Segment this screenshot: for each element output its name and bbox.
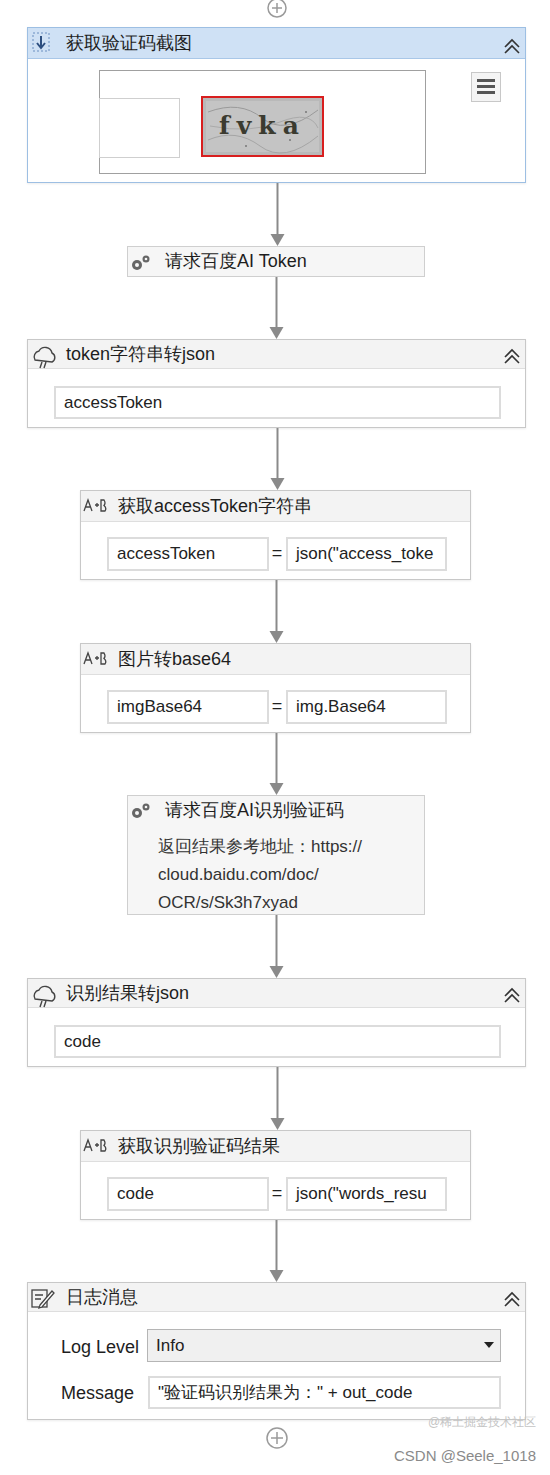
activity-title: token字符串转json — [66, 340, 215, 368]
assign-operator: = — [269, 689, 285, 723]
json-icon — [34, 347, 55, 1007]
flow-arrow — [270, 733, 284, 795]
captcha-text: fvka — [206, 101, 319, 151]
input-field: img.Base64 — [286, 690, 447, 724]
field-value: accessToken — [117, 539, 215, 569]
activity-text: Message — [61, 1379, 134, 1407]
activity-box: 获取accessToken字符串 accessToken json("access_… — [80, 490, 471, 580]
activity-title: 日志消息 — [66, 1283, 138, 1311]
activity-title: 获取accessToken字符串 — [118, 491, 312, 521]
input-field: accessToken — [107, 537, 269, 571]
dropdown-field: Info — [147, 1329, 501, 1362]
activity-title: 请求百度AI Token — [165, 247, 307, 276]
activity-box: 获取验证码截图 — [27, 27, 526, 183]
field-value: "验证码识别结果为：" + out_code — [158, 1378, 412, 1407]
field-value: img.Base64 — [296, 692, 386, 722]
activity-text: 返回结果参考地址：https:// cloud.baidu.com/doc/ O… — [158, 833, 408, 917]
input-field: json("words_resu — [286, 1177, 447, 1211]
activity-box: 日志消息 Log LevelMessage Info "验证码识别结果为：" + ou… — [27, 1282, 526, 1420]
input-field: accessToken — [54, 386, 501, 419]
activity-title: 请求百度AI识别验证码 — [165, 796, 344, 825]
input-field: "验证码识别结果为：" + out_code — [148, 1376, 501, 1409]
activity-title: 获取验证码截图 — [66, 28, 192, 58]
field-value: imgBase64 — [117, 692, 202, 722]
input-field: code — [107, 1177, 269, 1211]
collapse-chevron — [505, 40, 519, 1306]
activity-text: Log Level — [61, 1333, 139, 1361]
flow-arrow — [270, 915, 284, 978]
add-button — [267, 1428, 287, 1448]
assign-operator: = — [269, 1176, 285, 1210]
flow-arrow — [271, 1067, 285, 1130]
field-value: Info — [156, 1330, 184, 1361]
watermark: @稀土掘金技术社区 — [428, 1414, 536, 1431]
input-field: imgBase64 — [107, 690, 269, 724]
field-value: accessToken — [64, 388, 162, 417]
flow-arrow — [271, 183, 285, 246]
field-value: json("words_resu — [296, 1179, 427, 1209]
field-value: code — [117, 1179, 154, 1209]
watermark: CSDN @Seele_1018 — [394, 1447, 536, 1464]
activity-title: 识别结果转json — [66, 979, 189, 1007]
activity-box: 请求百度AI Token — [127, 246, 425, 277]
activity-box: 获取识别验证码结果 code json("words_resu — [80, 1130, 471, 1220]
activity-title: 获取识别验证码结果 — [118, 1131, 280, 1161]
input-field: json("access_toke — [286, 537, 447, 571]
field-value: code — [64, 1027, 101, 1056]
assign-operator: = — [269, 536, 285, 570]
activity-box: token字符串转json accessToken — [27, 339, 526, 428]
flow-arrow — [270, 277, 284, 339]
activity-box: 请求百度AI识别验证码返回结果参考地址：https:// cloud.baidu… — [127, 795, 425, 915]
field-value: json("access_toke — [296, 539, 433, 569]
activity-box: 识别结果转json code — [27, 978, 526, 1067]
flow-arrow — [270, 580, 284, 643]
activity-title: 图片转base64 — [118, 644, 231, 674]
input-field: code — [54, 1025, 501, 1058]
flow-arrow — [270, 1220, 284, 1282]
flow-arrow — [271, 428, 285, 490]
add-button — [268, 0, 286, 17]
activity-box: 图片转base64 imgBase64 img.Base64 — [80, 643, 471, 733]
